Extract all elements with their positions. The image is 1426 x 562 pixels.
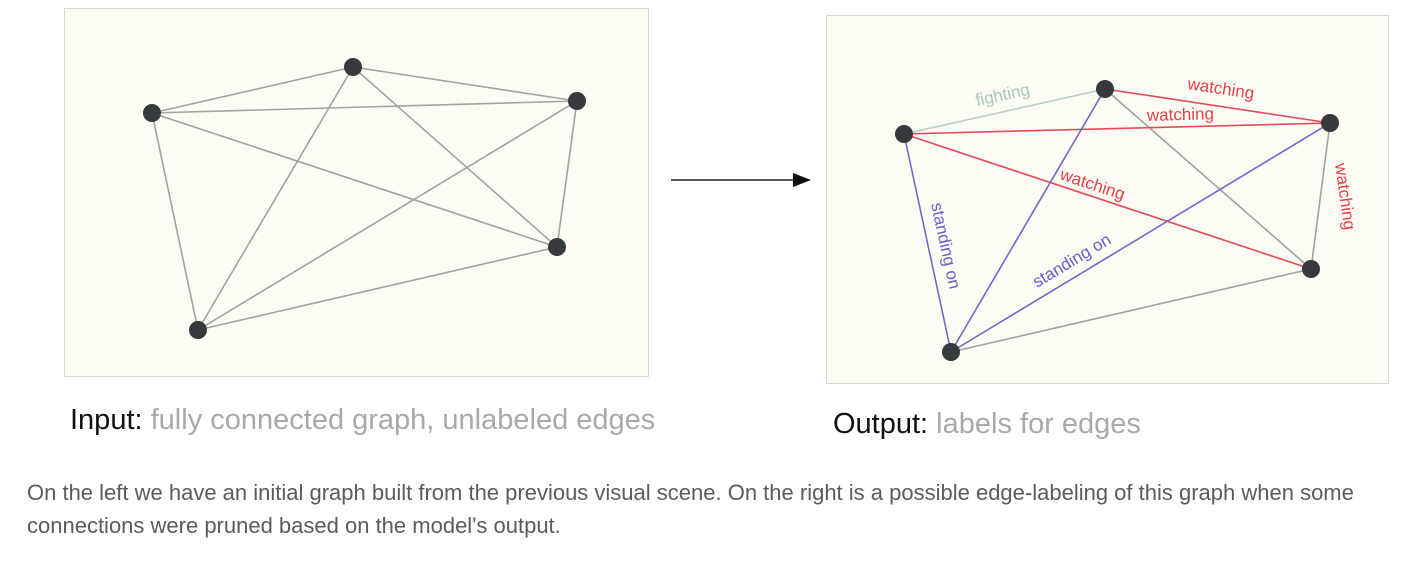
figure-description: On the left we have an initial graph bui…: [27, 480, 1354, 538]
input-caption: Input: fully connected graph, unlabeled …: [70, 404, 655, 437]
edge-label-watching: watching: [1146, 104, 1215, 125]
edge-label-watching: watching: [1185, 74, 1255, 103]
edge-label-fighting: fighting: [974, 80, 1032, 110]
edge: [197, 66, 354, 331]
output-caption-key: Output:: [833, 408, 929, 440]
edge: [151, 112, 558, 248]
edge-label-watching: watching: [1331, 161, 1359, 231]
input-graph: [143, 58, 586, 339]
edge: [352, 66, 558, 248]
edge-standing-on: [903, 133, 952, 353]
edge: [151, 100, 578, 114]
output-graph-nodes: [895, 80, 1339, 361]
input-caption-key: Input:: [70, 404, 143, 436]
edge-label-standing-on: standing on: [927, 201, 964, 291]
input-graph-nodes: [143, 58, 586, 339]
edge-unlabeled: [1104, 88, 1312, 270]
edge-unlabeled: [1310, 122, 1331, 270]
graph-node: [548, 238, 566, 256]
edge: [556, 100, 578, 248]
output-graph-edge-labels: fighting watching watching watching watc…: [927, 74, 1359, 291]
graph-node: [143, 104, 161, 122]
graph-node: [942, 343, 960, 361]
graph-node: [895, 125, 913, 143]
output-caption-value: labels for edges: [928, 408, 1141, 440]
output-graph: fighting watching watching watching watc…: [895, 74, 1359, 361]
edge: [151, 66, 354, 114]
edge-watching: [1104, 88, 1331, 124]
input-graph-panel: [64, 8, 649, 377]
graph-node: [1096, 80, 1114, 98]
edge: [352, 66, 578, 102]
edge-standing-on: [950, 122, 1331, 353]
transform-arrow: [671, 173, 811, 187]
input-graph-edges: [151, 66, 578, 331]
edge-standing-on: [950, 88, 1106, 353]
edge-unlabeled: [950, 268, 1312, 353]
output-graph-edges: [903, 88, 1331, 353]
edge-watching: [903, 133, 1312, 270]
edge: [197, 100, 578, 331]
edge-fighting: [903, 88, 1106, 135]
graph-node: [1321, 114, 1339, 132]
graph-node: [1302, 260, 1320, 278]
output-graph-panel: fighting watching watching watching watc…: [826, 15, 1389, 384]
edge-watching: [903, 122, 1331, 135]
graph-node: [189, 321, 207, 339]
edge-label-watching: watching: [1057, 164, 1128, 203]
graph-node: [344, 58, 362, 76]
edge: [197, 246, 558, 331]
edge: [151, 112, 199, 331]
input-caption-value: fully connected graph, unlabeled edges: [142, 404, 656, 436]
graph-node: [568, 92, 586, 110]
output-caption: Output: labels for edges: [833, 408, 1141, 441]
